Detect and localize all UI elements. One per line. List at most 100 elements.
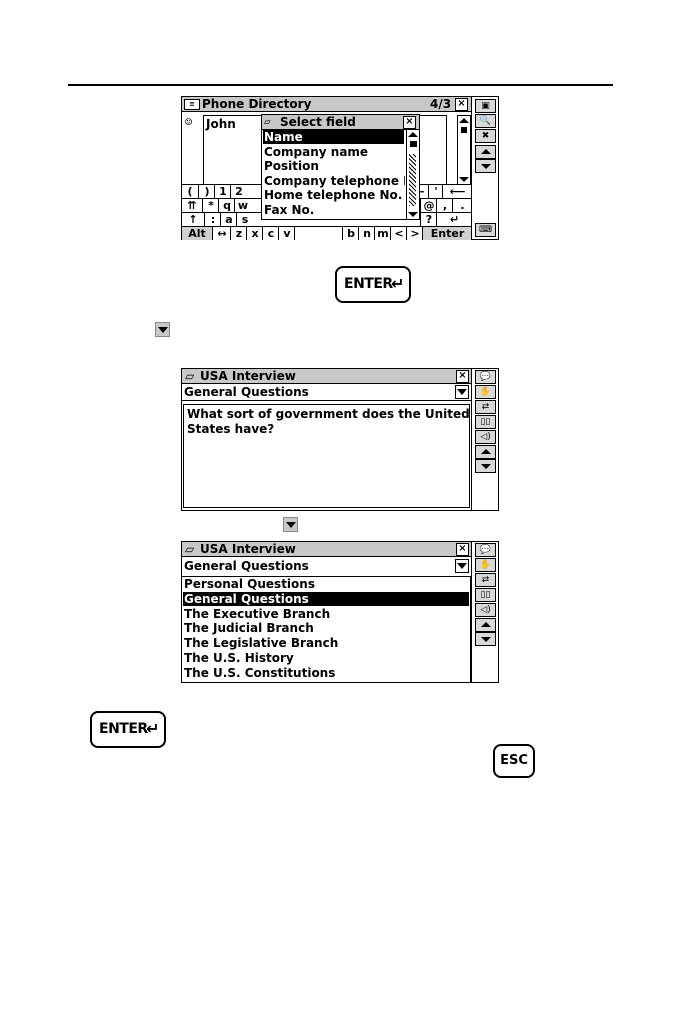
speaker-icon[interactable]: ◁) [475,603,496,617]
popup-scrollbar[interactable] [406,130,419,219]
category-option[interactable]: General Questions [183,591,469,606]
esc-key-label: ESC [500,753,528,768]
key[interactable]: q [218,199,235,212]
scroll-down-button[interactable] [475,459,496,473]
close-icon[interactable]: × [456,543,469,556]
category-dropdown[interactable]: General Questions [182,557,471,575]
dropdown-arrow-icon[interactable] [455,385,469,399]
backspace-key[interactable]: ⟵ [442,185,472,198]
category-option[interactable]: The U.S. History [184,651,294,665]
book-open-icon[interactable]: ▯▯ [475,588,496,602]
return-key[interactable]: ↵ [436,213,472,226]
category-dropdown[interactable]: General Questions [182,384,471,401]
key[interactable]: s [236,213,253,226]
window-title: Phone Directory [202,97,312,111]
key[interactable]: ↑ [188,213,198,226]
translate-icon[interactable]: ⇄ [475,400,496,414]
return-arrow-icon: ↵ [146,719,159,738]
speech-bubble-icon[interactable]: 💬 [475,543,496,557]
key[interactable]: > [406,227,423,240]
key[interactable]: . [452,199,472,212]
scroll-down-button[interactable] [475,159,496,173]
window-title: USA Interview [200,369,296,383]
enter-key-graphic: ENTER ↵ [90,711,166,748]
category-option[interactable]: The U.S. Constitutions [184,665,336,680]
field-option[interactable]: Name [263,130,404,144]
hint-icon[interactable]: ✋ [475,558,496,572]
category-option[interactable]: The Executive Branch [184,606,331,621]
search-icon[interactable]: 🔍 [475,114,496,128]
key[interactable]: x [246,227,263,240]
popup-close-icon[interactable]: × [403,116,416,129]
enter-key[interactable]: Enter [422,227,472,240]
usa-interview-window: ▱ USA Interview × General Questions What… [181,368,499,511]
key[interactable]: * [202,199,219,212]
key[interactable]: ↔ [212,227,231,240]
key[interactable]: ( [187,185,193,198]
save-icon[interactable]: ▣ [475,99,496,113]
scroll-up-button[interactable] [475,445,496,459]
field-option[interactable]: Home telephone No. [264,188,403,202]
category-option[interactable]: The Legislative Branch [184,636,339,651]
popup-title: Select field [280,115,356,129]
down-arrow-icon [283,517,298,532]
directory-icon: ≡ [184,99,200,110]
usa-interview-window-expanded: ▱ USA Interview × General Questions Pers… [181,541,499,683]
dropdown-arrow-icon[interactable] [455,559,469,573]
key[interactable]: z [230,227,247,240]
question-line: States have? [187,422,275,436]
scroll-down-button[interactable] [475,632,496,646]
scroll-up-button[interactable] [475,618,496,632]
key[interactable]: 1 [214,185,231,198]
field-option[interactable]: Fax No. [264,202,315,217]
tools-icon[interactable]: ✖ [475,129,496,143]
translate-icon[interactable]: ⇄ [475,573,496,587]
field-option[interactable]: Position [264,159,319,173]
title-bar: ≡ Phone Directory 4/3 × [182,97,498,112]
hint-icon[interactable]: ✋ [475,385,496,399]
header-rule [68,84,613,86]
field-option[interactable]: Company name [264,144,369,159]
name-input[interactable]: John [203,115,263,185]
window-title: USA Interview [200,542,296,556]
title-bar: ▱ USA Interview × [182,542,472,557]
category-option[interactable]: The Judicial Branch [184,621,314,636]
close-icon[interactable]: × [456,370,469,383]
key[interactable]: @ [420,199,437,212]
category-option[interactable]: Personal Questions [184,577,315,591]
enter-key-graphic: ENTER ↵ [335,266,411,303]
key[interactable]: : [204,213,221,226]
key[interactable]: ? [420,213,437,226]
key[interactable]: a [220,213,237,226]
key[interactable]: ' [428,185,443,198]
popup-title-bar: ▱ Select field × [262,115,419,130]
key[interactable]: n [358,227,375,240]
folder-icon: ▱ [264,115,271,128]
key[interactable]: v [278,227,295,240]
key[interactable]: 2 [230,185,247,198]
speech-bubble-icon[interactable]: 💬 [475,370,496,384]
key[interactable]: c [262,227,279,240]
key[interactable]: ) [198,185,215,198]
book-icon: ▱ [185,542,195,556]
key[interactable]: m [374,227,391,240]
alt-key[interactable]: Alt [188,227,206,240]
record-scrollbar[interactable] [457,115,471,185]
key[interactable]: < [390,227,407,240]
space-key[interactable] [294,227,343,240]
speaker-icon[interactable]: ◁) [475,430,496,444]
keyboard-icon[interactable]: ⌨ [475,223,496,237]
key[interactable]: , [436,199,453,212]
kb-row-3: ↑ : a s ? ↵ [182,213,471,227]
book-open-icon[interactable]: ▯▯ [475,415,496,429]
field-option[interactable]: Company telephone No. [264,173,405,188]
key[interactable]: ⇈ [187,199,197,212]
person-icon: ☺ [185,115,193,129]
key[interactable]: b [342,227,359,240]
key[interactable]: w [234,199,251,212]
scroll-up-button[interactable] [475,145,496,159]
close-icon[interactable]: × [455,98,468,111]
return-arrow-icon: ↵ [391,274,404,293]
